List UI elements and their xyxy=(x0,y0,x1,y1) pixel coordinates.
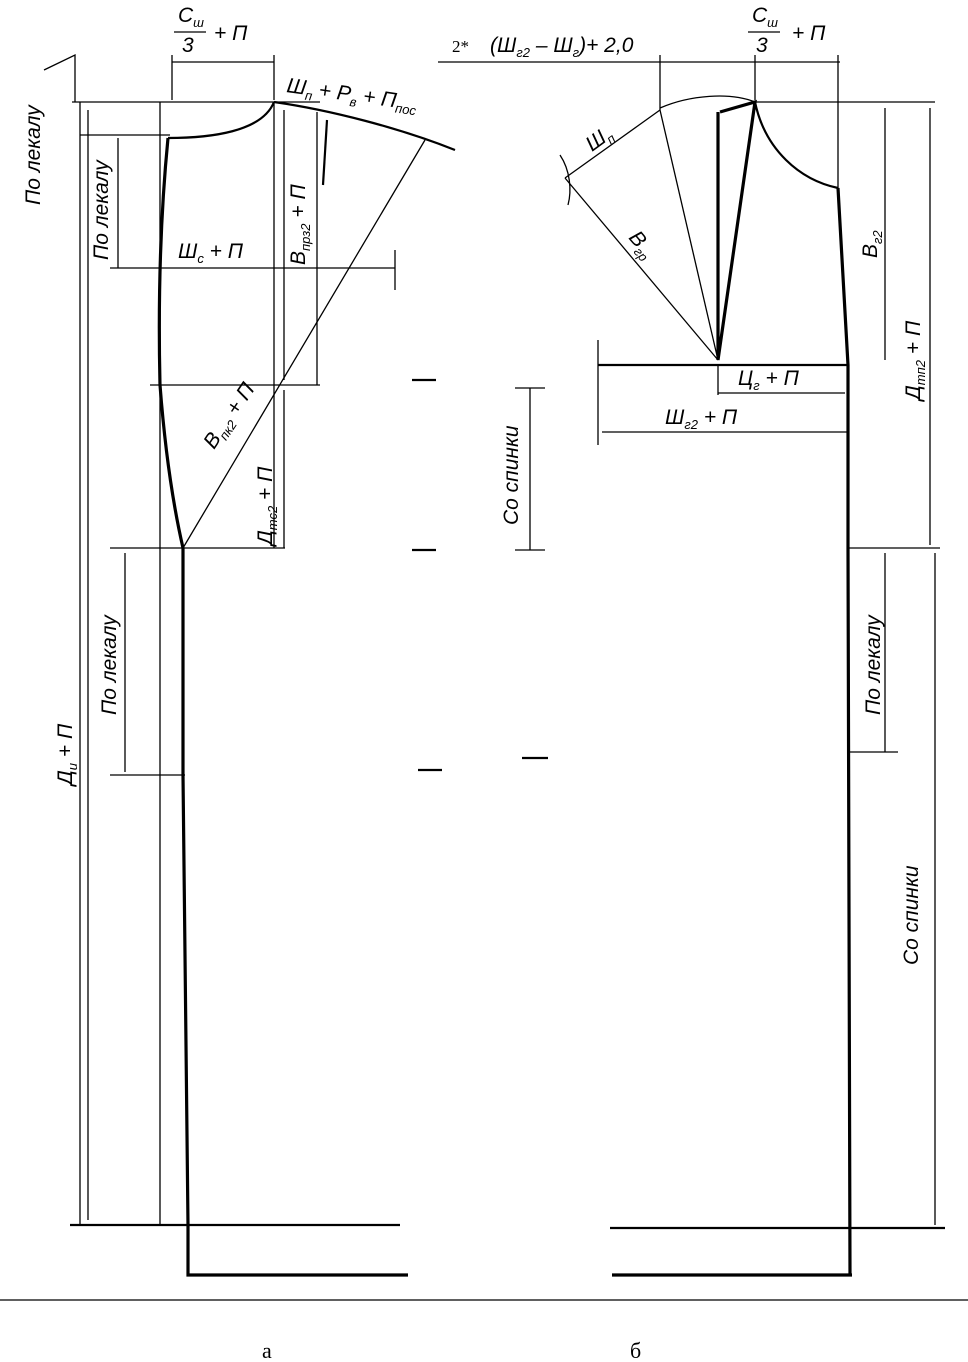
a-chest-width: Шс + П xyxy=(178,240,244,266)
back-shoulder-curve xyxy=(273,100,456,152)
caption-a: а xyxy=(262,1338,272,1362)
shoulder-slope-diagonal xyxy=(182,139,426,549)
front-shoulder-arc xyxy=(659,95,756,109)
a-collar-den: 3 xyxy=(182,34,194,57)
a-by-template-2: По лекалу xyxy=(90,159,113,260)
a-shoulder-slope: Впк2 + П xyxy=(199,378,262,454)
back-neck-curve xyxy=(167,101,276,140)
b-dart-formula: (Шг2 – Шг)+ 2,0 xyxy=(490,34,634,60)
a-plus-p: + П xyxy=(214,22,248,45)
b-chest-width: Шг2 + П xyxy=(665,406,738,432)
b-dart-prefix: 2* xyxy=(452,37,469,56)
a-by-template-1: По лекалу xyxy=(22,104,45,205)
a-armhole-height: Впрз2 + П xyxy=(287,184,313,265)
b-from-back-2: Со спинки xyxy=(900,865,923,965)
bust-dart xyxy=(716,99,757,361)
b-plus-p: + П xyxy=(792,22,826,45)
b-collar-den: 3 xyxy=(756,34,768,57)
panel-a-labels: Сш 3 + П Шп + Рв + Ппос По лекалу По лек… xyxy=(22,4,419,1362)
b-collar-num: Сш xyxy=(752,4,778,30)
b-chest-height: Вг2 xyxy=(859,230,885,258)
b-bust-center: Цг + П xyxy=(738,367,800,393)
b-from-back-1: Со спинки xyxy=(500,425,523,525)
b-bust-height: Вгр xyxy=(622,226,660,264)
a-front-length: Дтс2 + П xyxy=(254,466,280,547)
a-by-template-3: По лекалу xyxy=(98,614,121,715)
panel-b-front-pattern xyxy=(438,55,945,1277)
front-side-line xyxy=(836,187,852,1276)
panel-a-back-pattern xyxy=(43,53,456,1277)
a-shoulder-formula: Шп + Рв + Ппос xyxy=(285,74,419,118)
panel-b-labels: 2* (Шг2 – Шг)+ 2,0 Сш 3 + П Шп Вгр Вг2 Ц… xyxy=(452,4,928,1362)
b-by-template: По лекалу xyxy=(862,614,885,715)
a-product-length: Ди + П xyxy=(54,723,80,787)
front-neck-curve xyxy=(753,101,839,190)
a-collar-num: Сш xyxy=(178,4,204,30)
center-back-line xyxy=(157,137,190,1226)
caption-b: б xyxy=(630,1338,641,1362)
b-front-length: Дтп2 + П xyxy=(902,320,928,402)
